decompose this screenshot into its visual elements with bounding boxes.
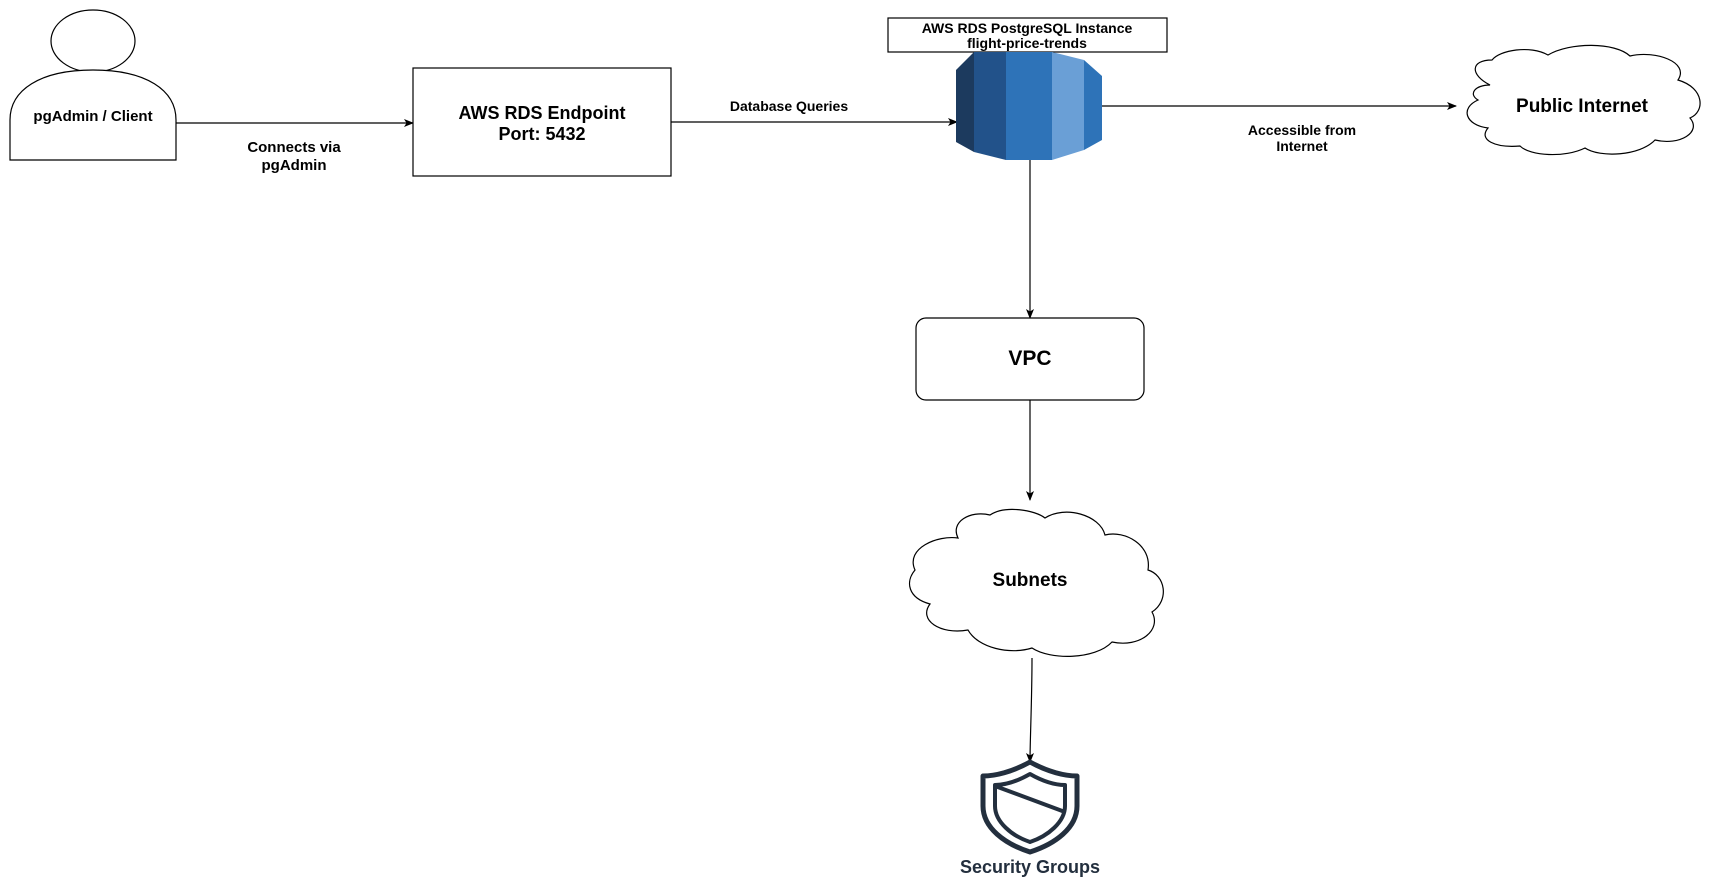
security-groups-label: Security Groups: [960, 857, 1100, 877]
rds-node: AWS RDS PostgreSQL Instance flight-price…: [887, 17, 1168, 160]
vpc-node: VPC: [915, 317, 1145, 401]
edge-client-label-line2: pgAdmin: [262, 157, 327, 174]
rds-title-line2: flight-price-trends: [967, 35, 1087, 51]
rds-title-box: [887, 17, 1168, 53]
endpoint-label-line1: AWS RDS Endpoint: [459, 103, 626, 123]
subnets-node: Subnets: [908, 508, 1164, 657]
edge-internet-label-line1: Accessible from: [1248, 122, 1356, 138]
edge-queries-label: Database Queries: [730, 98, 848, 114]
user-icon: [9, 69, 177, 161]
user-icon-head: [50, 9, 136, 73]
edge-subnets-to-security-groups: [1026, 657, 1035, 763]
cloud-icon: [1466, 44, 1701, 156]
edge-client-label-line1: Connects via: [247, 139, 341, 156]
vpc-label: VPC: [1008, 347, 1051, 370]
client-node: pgAdmin / Client: [9, 9, 177, 161]
subnets-cloud-outline: [908, 508, 1164, 657]
security-groups-node: Security Groups: [960, 759, 1100, 877]
edge-internet-label-line2: Internet: [1276, 138, 1328, 154]
public-internet-node: Public Internet: [1466, 44, 1701, 156]
endpoint-box: [412, 67, 672, 177]
subnets-label: Subnets: [993, 570, 1068, 591]
public-internet-label: Public Internet: [1516, 96, 1649, 117]
rds-database-icon: [956, 52, 1102, 160]
endpoint-node: AWS RDS Endpoint Port: 5432: [412, 67, 672, 177]
edge-rds-to-internet: Accessible from Internet: [1102, 102, 1457, 154]
edge-client-to-endpoint: Connects via pgAdmin: [176, 119, 414, 174]
endpoint-label-line2: Port: 5432: [498, 124, 585, 144]
edge-endpoint-to-rds: Database Queries: [671, 98, 958, 126]
shield-icon: [980, 759, 1080, 855]
client-label: pgAdmin / Client: [33, 108, 152, 125]
rds-title-line1: AWS RDS PostgreSQL Instance: [922, 20, 1133, 36]
